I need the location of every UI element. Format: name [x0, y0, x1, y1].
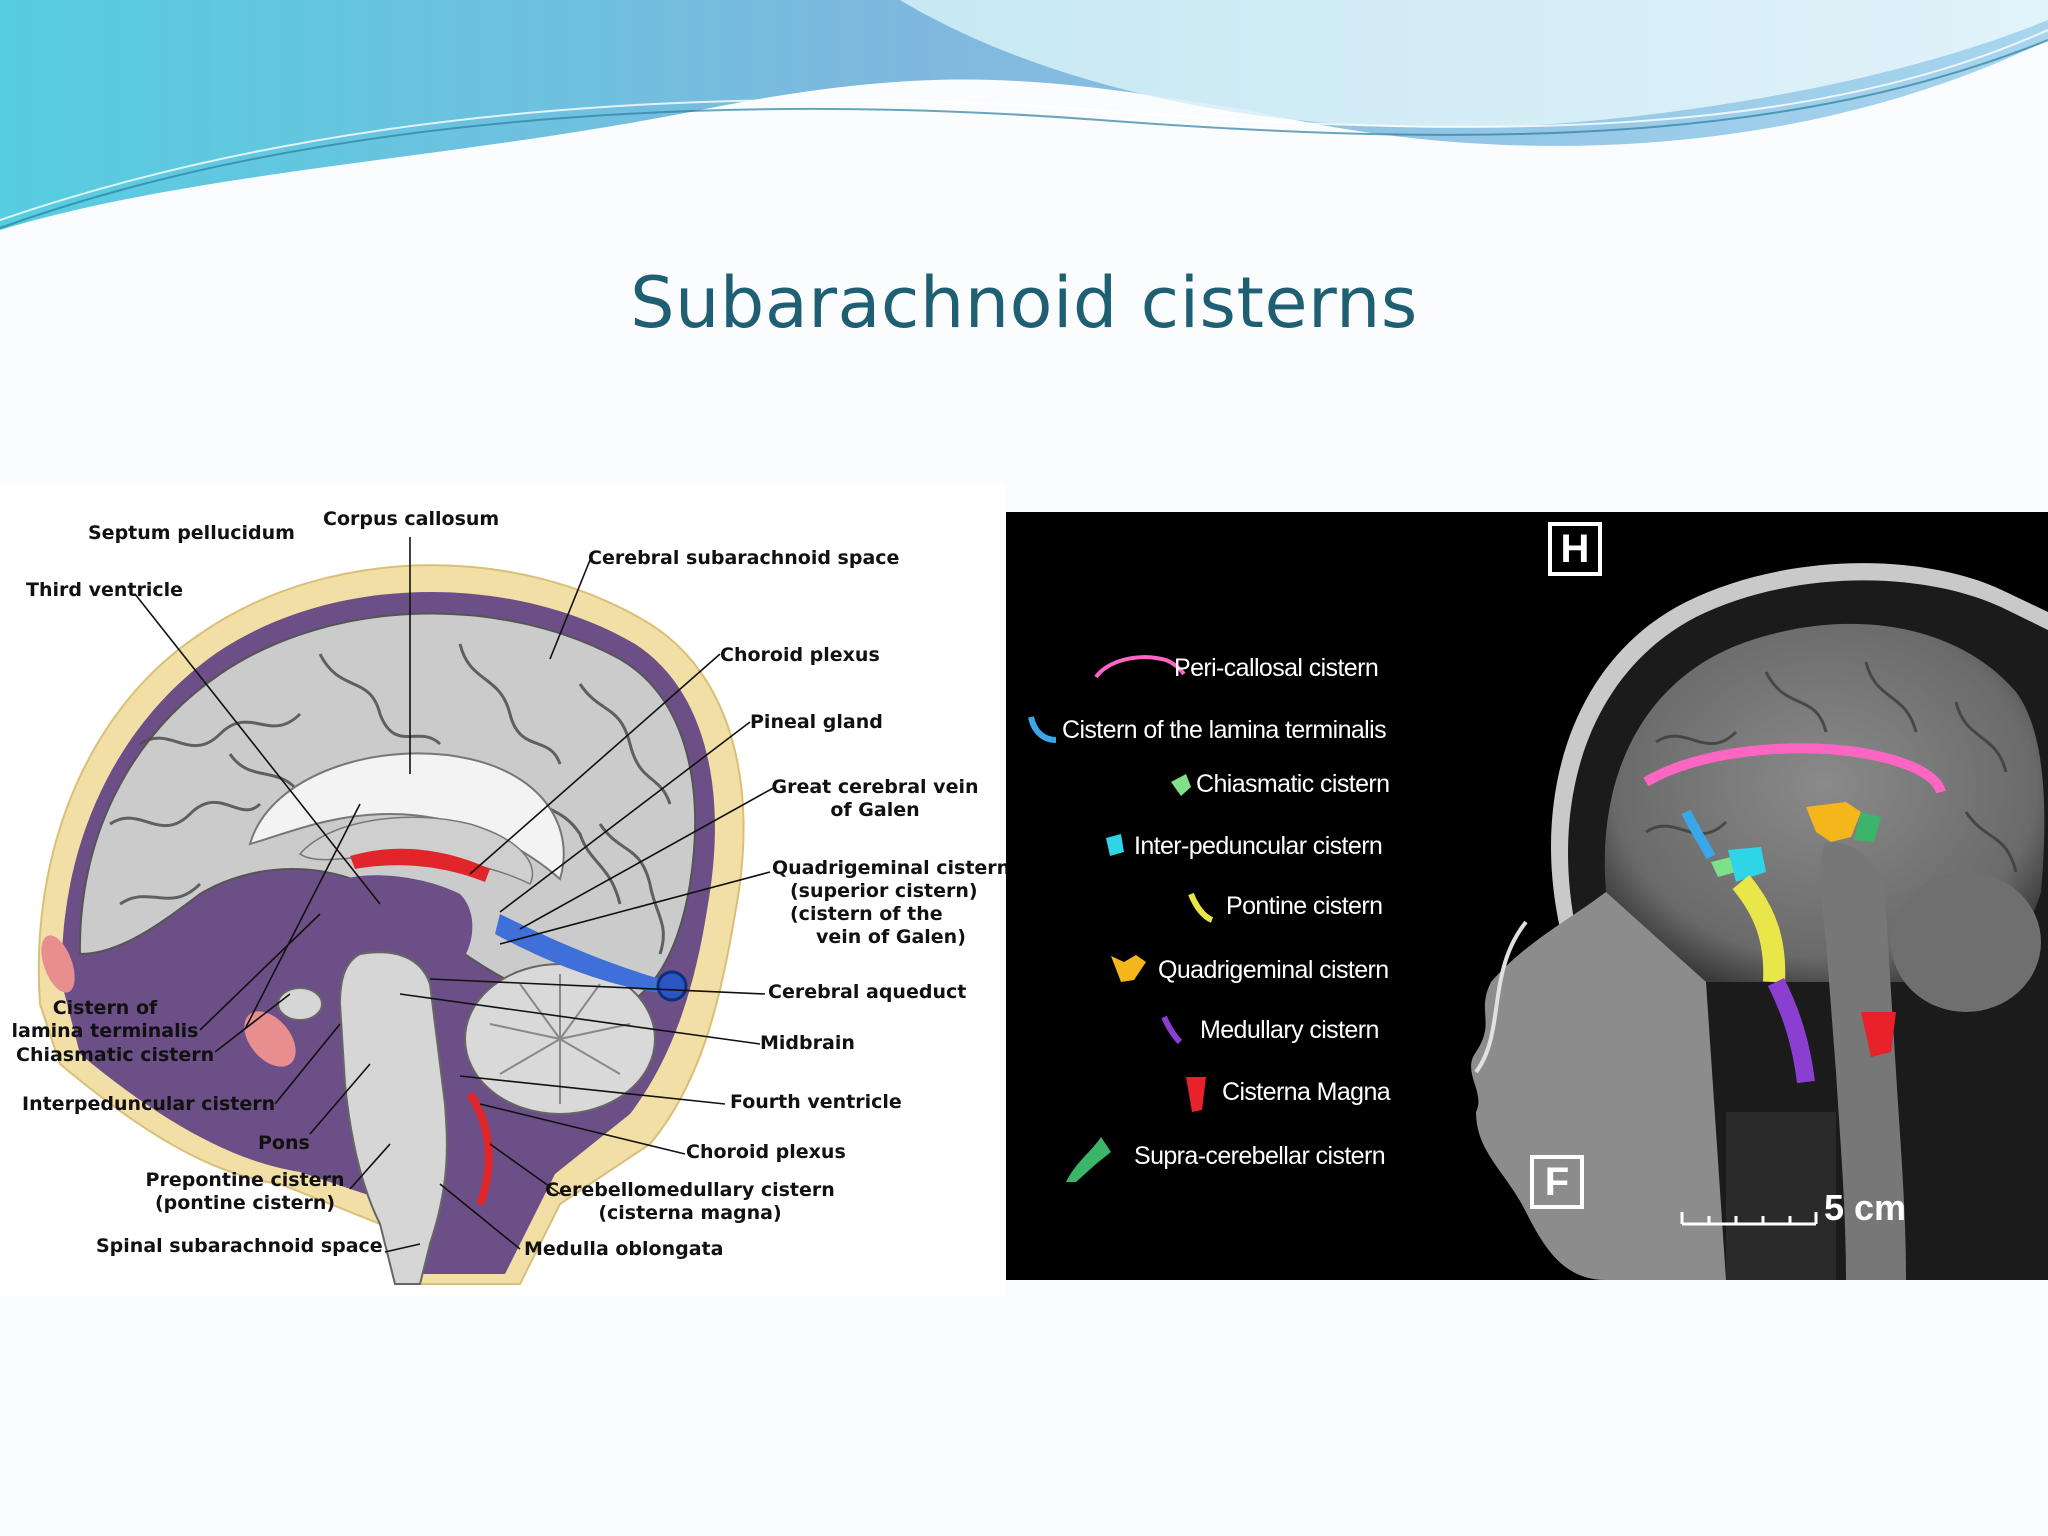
- foot-marker: F: [1544, 1160, 1570, 1204]
- scale-bar: [1680, 1212, 1818, 1226]
- overlay-interpeduncular: [1728, 847, 1766, 882]
- overlay-lamina: [1681, 809, 1716, 860]
- legend-item-medullary: Medullary cistern: [1200, 1015, 1379, 1044]
- legend-item-pontine: Pontine cistern: [1226, 891, 1383, 920]
- label-cerebellomedullary-cistern: Cerebellomedullary cistern(cisterna magn…: [545, 1179, 835, 1224]
- supracerebellar-swatch: [1066, 1137, 1111, 1182]
- label-medulla-oblongata: Medulla oblongata: [524, 1238, 724, 1260]
- mri-image: [1028, 522, 2048, 1280]
- label-pons: Pons: [258, 1132, 310, 1154]
- lamina-swatch: [1028, 716, 1057, 743]
- pontine-swatch: [1188, 892, 1214, 923]
- legend-item-magna: Cisterna Magna: [1222, 1077, 1391, 1106]
- quadrigeminal-swatch: [1111, 955, 1146, 982]
- label-septum-pellucidum: Septum pellucidum: [88, 522, 295, 544]
- vein-end: [656, 970, 688, 1002]
- label-midbrain: Midbrain: [760, 1032, 855, 1054]
- legend-item-interpeduncular: Inter-peduncular cistern: [1134, 831, 1383, 860]
- overlay-chiasmatic: [1711, 857, 1736, 877]
- label-chiasmatic-cistern: Chiasmatic cistern: [16, 1044, 215, 1066]
- label-cerebral-subarachnoid-space: Cerebral subarachnoid space: [588, 547, 900, 569]
- brain-illustration: [37, 537, 776, 1285]
- overlay-magna: [1861, 1012, 1896, 1057]
- mri-sagittal-panel: H F 5 cm Peri-callosal cistern Cistern o…: [1006, 512, 2048, 1280]
- label-third-ventricle: Third ventricle: [26, 579, 184, 601]
- sphenoid-sinus: [244, 1011, 296, 1067]
- overlay-pericallosal: [1643, 743, 1946, 794]
- head-marker: H: [1560, 527, 1590, 571]
- label-pineal-gland: Pineal gland: [750, 711, 883, 733]
- overlay-quadrigeminal: [1806, 802, 1861, 842]
- cerebellar-folia: [489, 974, 631, 1104]
- interpeduncular-swatch: [1106, 834, 1124, 856]
- label-spinal-subarachnoid-space: Spinal subarachnoid space: [96, 1235, 383, 1257]
- medullary-swatch: [1161, 1015, 1183, 1045]
- label-cerebral-aqueduct: Cerebral aqueduct: [768, 981, 967, 1003]
- legend-item-quadrigeminal: Quadrigeminal cistern: [1158, 955, 1389, 984]
- chiasmatic-swatch: [1171, 774, 1191, 796]
- label-fourth-ventricle: Fourth ventricle: [730, 1091, 902, 1113]
- choroid-plexus-bottom: [466, 1091, 493, 1206]
- legend-item-chiasmatic: Chiasmatic cistern: [1196, 769, 1390, 798]
- label-corpus-callosum: Corpus callosum: [323, 508, 500, 530]
- pituitary: [277, 987, 323, 1021]
- overlay-medullary: [1767, 977, 1815, 1084]
- mri-face: [1471, 892, 1726, 1280]
- frontal-sinus: [41, 935, 75, 993]
- header-wave-decoration: [0, 0, 2048, 230]
- mri-cerebellum: [1891, 872, 2041, 1012]
- legend-item-supracerebellar: Supra-cerebellar cistern: [1134, 1141, 1386, 1170]
- label-choroid-plexus-bottom: Choroid plexus: [686, 1141, 846, 1163]
- third-ventricle: [322, 875, 473, 979]
- brain-sagittal-diagram: Septum pellucidum Corpus callosum Third …: [0, 484, 1010, 1296]
- legend-item-lamina: Cistern of the lamina terminalis: [1062, 715, 1387, 744]
- magna-swatch: [1186, 1077, 1206, 1112]
- label-prepontine-cistern: Prepontine cistern(pontine cistern): [145, 1169, 345, 1214]
- scale-label: 5 cm: [1824, 1187, 1907, 1228]
- choroid-plexus-top: [350, 848, 490, 882]
- leader-lines: [134, 537, 776, 1253]
- brainstem: [338, 951, 448, 1285]
- slide-title: Subarachnoid cisterns: [630, 262, 1418, 344]
- pericallosal-swatch: [1094, 655, 1186, 679]
- label-interpeduncular-cistern: Interpeduncular cistern: [22, 1093, 276, 1115]
- label-choroid-plexus-top: Choroid plexus: [720, 644, 880, 666]
- legend-item-pericallosal: Peri-callosal cistern: [1174, 653, 1379, 682]
- label-quadrigeminal-cistern: Quadrigeminal cistern (superior cistern)…: [772, 857, 1011, 948]
- overlay-pontine: [1732, 874, 1786, 983]
- mri-brainstem: [1820, 842, 1906, 1280]
- overlay-supracerebellar: [1854, 812, 1881, 842]
- head-marker-box: [1548, 522, 1602, 576]
- mri-sulci: [1645, 661, 2018, 873]
- foot-marker-box: [1530, 1155, 1584, 1209]
- corpus-callosum: [248, 752, 565, 881]
